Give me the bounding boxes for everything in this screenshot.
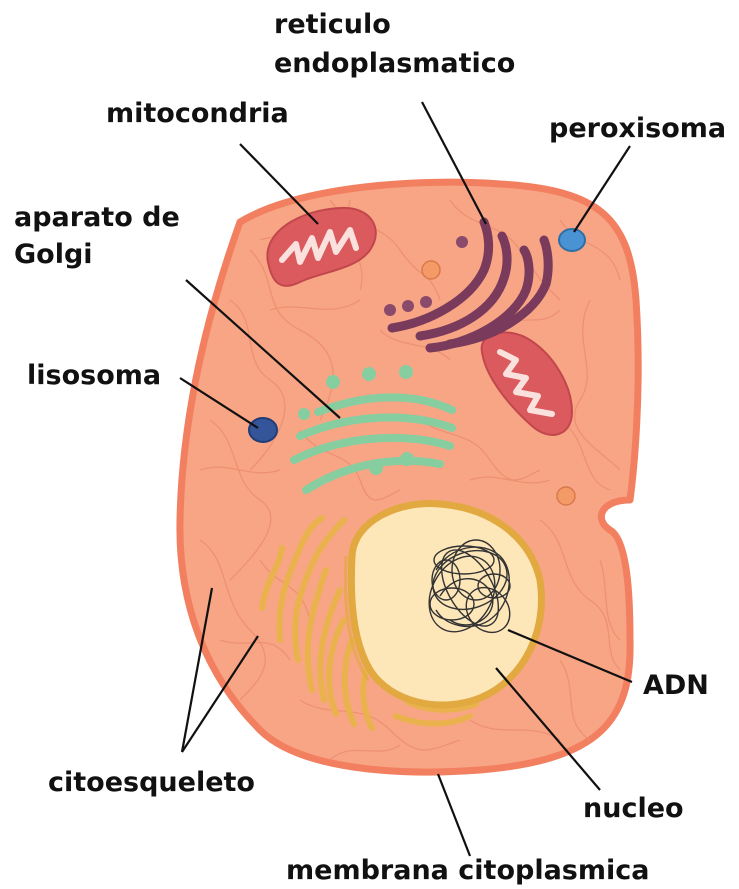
label-peroxisoma: peroxisoma [549, 113, 726, 144]
label-adn: ADN [643, 670, 709, 701]
cell [180, 182, 638, 772]
lysosome [249, 418, 277, 442]
label-reticulo-line1: reticulo [274, 9, 391, 40]
leader-membrana [438, 774, 470, 856]
label-golgi-line2: Golgi [14, 239, 93, 270]
label-reticulo-line2: endoplasmatico [274, 48, 515, 79]
label-golgi-line1: aparato de [14, 202, 180, 233]
label-lisosoma: lisosoma [27, 360, 161, 391]
peroxisome [559, 229, 585, 251]
label-nucleo: nucleo [583, 793, 684, 824]
label-citoesqueleto: citoesqueleto [48, 767, 255, 798]
vesicle-orange-2 [557, 487, 575, 505]
label-membrana: membrana citoplasmica [286, 855, 650, 886]
label-mitocondria: mitocondria [106, 98, 289, 129]
vesicle-orange-1 [422, 261, 440, 279]
